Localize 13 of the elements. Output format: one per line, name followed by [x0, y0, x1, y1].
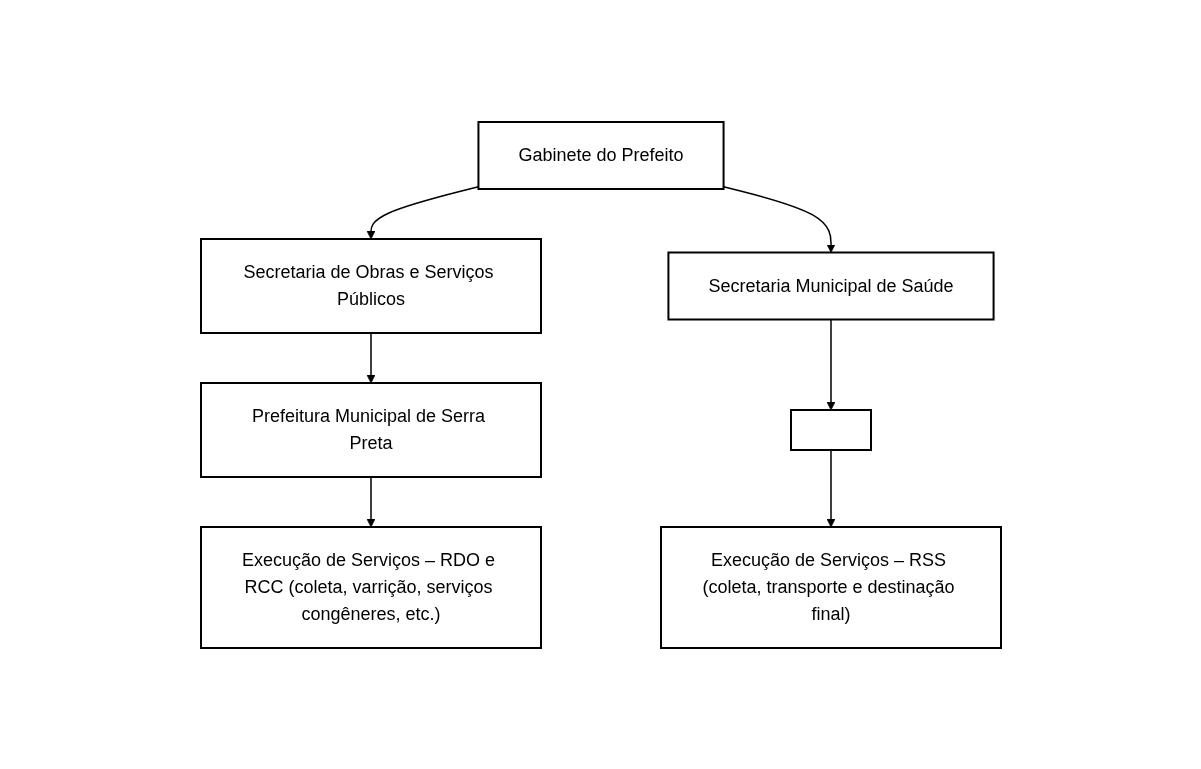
- arrow: [366, 475, 375, 527]
- arrow: [366, 185, 479, 239]
- arrow: [826, 448, 835, 527]
- arrow: [366, 331, 375, 383]
- node-box: Execução de Serviços – RSS (coleta, transporte e destinação final): [659, 525, 1002, 649]
- node-box: Secretaria de Obras e Serviços Públicos: [199, 237, 542, 334]
- arrow: [826, 318, 835, 410]
- node-box: Gabinete do Prefeito: [476, 120, 725, 190]
- node-box: [789, 408, 872, 451]
- arrow: [722, 185, 835, 253]
- node-box: Execução de Serviços – RDO e RCC (coleta, varrição, serviços congêneres, etc.): [199, 525, 542, 649]
- node-box: Prefeitura Municipal de Serra Preta: [199, 381, 542, 478]
- node-box: Secretaria Municipal de Saúde: [666, 251, 995, 320]
